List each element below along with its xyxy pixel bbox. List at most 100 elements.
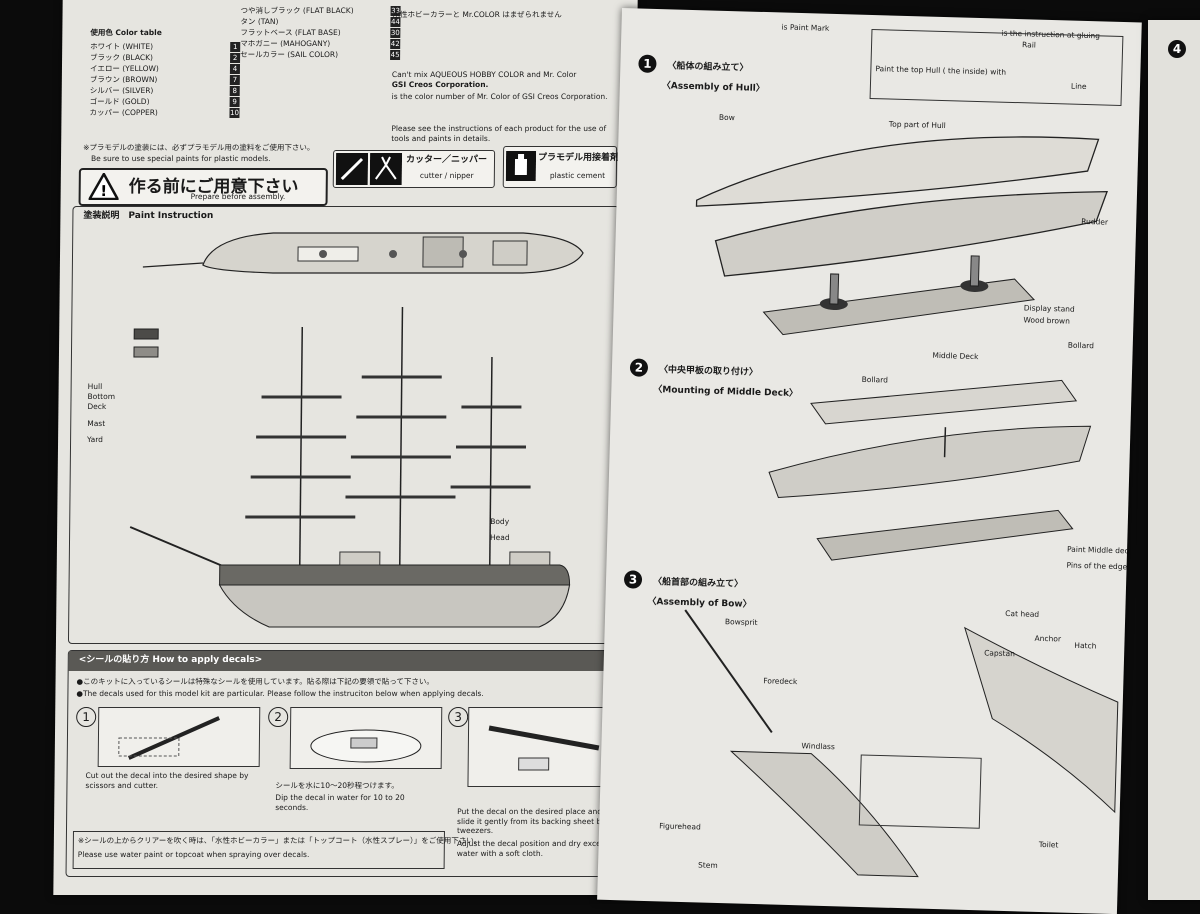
step-3-number: 3 <box>623 570 643 589</box>
color-item-row: ゴールド (GOLD)9 <box>90 97 240 107</box>
color-item-code: 10 <box>229 108 240 118</box>
color-item-code: 45 <box>390 50 401 60</box>
color-item-label: ホワイト (WHITE) <box>90 42 154 51</box>
hull-legend: Hull <box>87 382 103 391</box>
decal-section: <シールの貼り方 How to apply decals> ●このキットに入って… <box>65 650 628 877</box>
cutter-label-jp: カッター／ニッパー <box>405 155 488 165</box>
color-item-code: 30 <box>390 28 401 38</box>
color-item-label: フラットベース (FLAT BASE) <box>240 28 341 37</box>
prepare-warning-box: ! 作る前にご用意下さい Prepare before assembly. <box>78 168 328 206</box>
right-instruction-page: is Paint Mark is the instruction at glui… <box>597 8 1142 914</box>
color-table: 使用色 Color table <box>90 28 162 38</box>
color-item-label: ブラウン (BROWN) <box>89 75 158 84</box>
bollard-label-1: Bollard <box>861 374 889 385</box>
decal-step-1-text: Cut out the decal into the desired shape… <box>85 771 249 790</box>
cement-label-jp: プラモデル用接着剤 <box>537 153 620 163</box>
step-2-number: 2 <box>629 358 649 377</box>
cat-head-label: Cat head <box>1005 608 1040 619</box>
bottom-legend: Bottom <box>87 392 116 401</box>
decal-intro-en: ●The decals used for this model kit are … <box>76 689 484 698</box>
decal-intro-jp: ●このキットに入っているシールは特殊なシールを使用しています。貼る際は下記の要領… <box>76 677 434 686</box>
head-label: Head <box>490 533 510 542</box>
hull-assembly-diagram <box>695 136 1108 336</box>
color-item-label: マホガニー (MAHOGANY) <box>240 39 331 48</box>
color-item-label: ブラック (BLACK) <box>90 53 154 62</box>
color-item-row: マホガニー (MAHOGANY) 42 <box>240 39 401 49</box>
ship-paint-diagram <box>129 232 584 628</box>
step-4-number: 4 <box>1168 40 1186 58</box>
topcoat-note-jp: ※シールの上からクリアーを吹く時は、「水性ホビーカラー」または「トップコート（水… <box>77 836 482 845</box>
bowsprit-label: Bowsprit <box>724 617 758 628</box>
color-item-label: つや消しブラック (FLAT BLACK) <box>240 6 354 15</box>
rail-label: Rail <box>1022 40 1037 50</box>
decal-header-bar: <シールの貼り方 How to apply decals> <box>68 651 627 671</box>
color-item-code: 42 <box>390 39 401 49</box>
decal-title: <シールの貼り方 How to apply decals> <box>78 655 263 665</box>
paint-mark-legend: is Paint Mark <box>781 22 830 33</box>
color-item-code: 7 <box>229 75 240 85</box>
color-item-code: 1 <box>230 42 241 52</box>
middle-deck-diagram <box>768 379 1092 561</box>
color-item-row: タン (TAN)44 <box>240 17 401 27</box>
yard-legend: Yard <box>87 435 103 444</box>
rudder-label: Rudder <box>1081 216 1109 227</box>
decal-step-3-number: 3 <box>448 707 469 727</box>
paint-instruction-section: 塗装説明 Paint Instruction <box>67 206 620 644</box>
cement-box: プラモデル用接着剤 plastic cement <box>502 146 620 188</box>
color-item-code: 2 <box>230 53 241 63</box>
nipper-icon <box>369 153 403 185</box>
step-3-title-jp: 〈船首部の組み立て〉 <box>652 577 744 590</box>
color-item-label: カッパー (COPPER) <box>89 108 158 117</box>
decal-step-3-text-1: Put the decal on the desired place and s… <box>456 807 606 835</box>
decal-step-2-en: Dip the decal in water for 10 to 20 seco… <box>275 793 405 812</box>
color-item-label: イエロー (YELLOW) <box>89 64 159 73</box>
tools-note: Please see the instructions of each prod… <box>391 124 607 143</box>
color-number-note: is the color number of Mr. Color of GSI … <box>391 92 608 101</box>
svg-text:!: ! <box>100 182 107 200</box>
anchor-label: Anchor <box>1034 633 1062 644</box>
hatch-label: Hatch <box>1074 640 1097 651</box>
capstan-label: Capstan <box>984 648 1016 659</box>
color-item-label: セールカラー (SAIL COLOR) <box>240 50 339 59</box>
pins-edge-label: Pins of the edge <box>1066 560 1128 572</box>
decal-step-1-illustration <box>97 707 261 767</box>
tools-box: カッター／ニッパー cutter / nipper <box>332 150 496 188</box>
color-item-code: 4 <box>229 64 241 74</box>
color-item-row: シルバー (SILVER)8 <box>90 86 240 96</box>
cement-icon <box>505 151 537 181</box>
windlass-label: Windlass <box>801 741 835 752</box>
next-page-edge: 4 <box>1148 20 1200 900</box>
step-1-number: 1 <box>638 54 657 73</box>
hull-paint-note: Paint the top Hull ( the inside) with <box>875 64 1007 77</box>
top-hull-label: Top part of Hull <box>888 119 946 131</box>
color-item-label: タン (TAN) <box>240 17 279 26</box>
decal-step-3-illustration <box>467 707 623 787</box>
color-item-row: つや消しブラック (FLAT BLACK)33 <box>241 6 401 16</box>
cutter-icon <box>335 153 369 185</box>
decal-step-2-illustration <box>289 707 443 769</box>
topcoat-note-box: ※シールの上からクリアーを吹く時は、「水性ホビーカラー」または「トップコート（水… <box>72 831 481 869</box>
paint-middle-label: Paint Middle deck <box>1066 544 1134 556</box>
plastic-paint-note-jp: ※プラモデルの塗装には、必ずプラモデル用の塗料をご使用下さい。 <box>83 143 315 152</box>
color-item-row: セールカラー (SAIL COLOR) 45 <box>240 50 401 60</box>
gsi-name: GSI Creos Corporation. <box>391 80 489 89</box>
body-label: Body <box>490 517 510 526</box>
wood-brown-label: Wood brown <box>1023 315 1071 326</box>
color-table-title: 使用色 Color table <box>90 28 162 37</box>
decal-step-1-number: 1 <box>76 707 97 727</box>
step-1-header: 1 〈船体の組み立て〉 〈Assembly of Hull〉 <box>638 52 766 95</box>
line-label: Line <box>1070 81 1087 92</box>
hull-paint-box: Paint the top Hull ( the inside) with Ra… <box>869 28 1124 106</box>
cement-label-en: plastic cement <box>549 171 606 180</box>
color-item-row: イエロー (YELLOW) 4 <box>89 64 241 74</box>
topcoat-note-en: Please use water paint or topcoat when s… <box>77 850 310 859</box>
warning-subtitle: Prepare before assembly. <box>190 192 286 201</box>
decal-step-2-number: 2 <box>268 707 289 727</box>
hobby-color-note: 水性ホビーカラーと Mr.COLOR はまぜられません <box>392 10 562 19</box>
cutter-label-en: cutter / nipper <box>419 171 474 180</box>
display-stand-label: Display stand <box>1023 303 1075 314</box>
color-item-row: ブラウン (BROWN) 7 <box>90 75 240 85</box>
bollard-label-2: Bollard <box>1067 340 1095 351</box>
step-1-title-en: 〈Assembly of Hull〉 <box>661 81 765 95</box>
middle-deck-label: Middle Deck <box>932 350 979 362</box>
